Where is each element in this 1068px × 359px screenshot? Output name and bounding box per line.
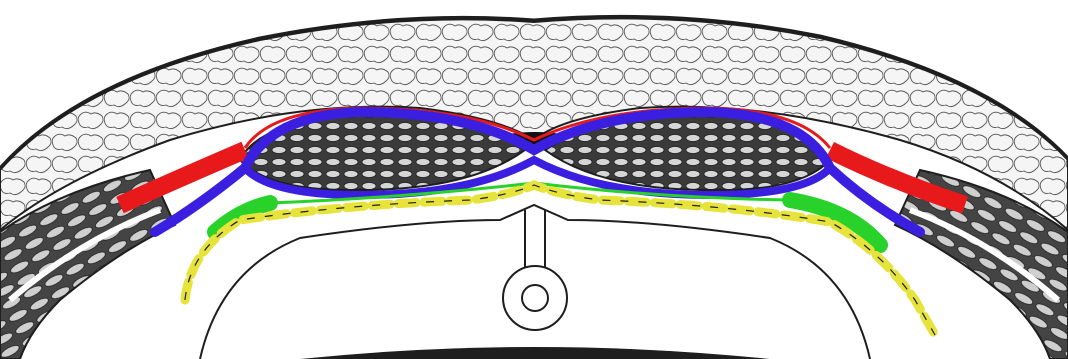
ligamentum-teres-lumen [522, 285, 548, 311]
